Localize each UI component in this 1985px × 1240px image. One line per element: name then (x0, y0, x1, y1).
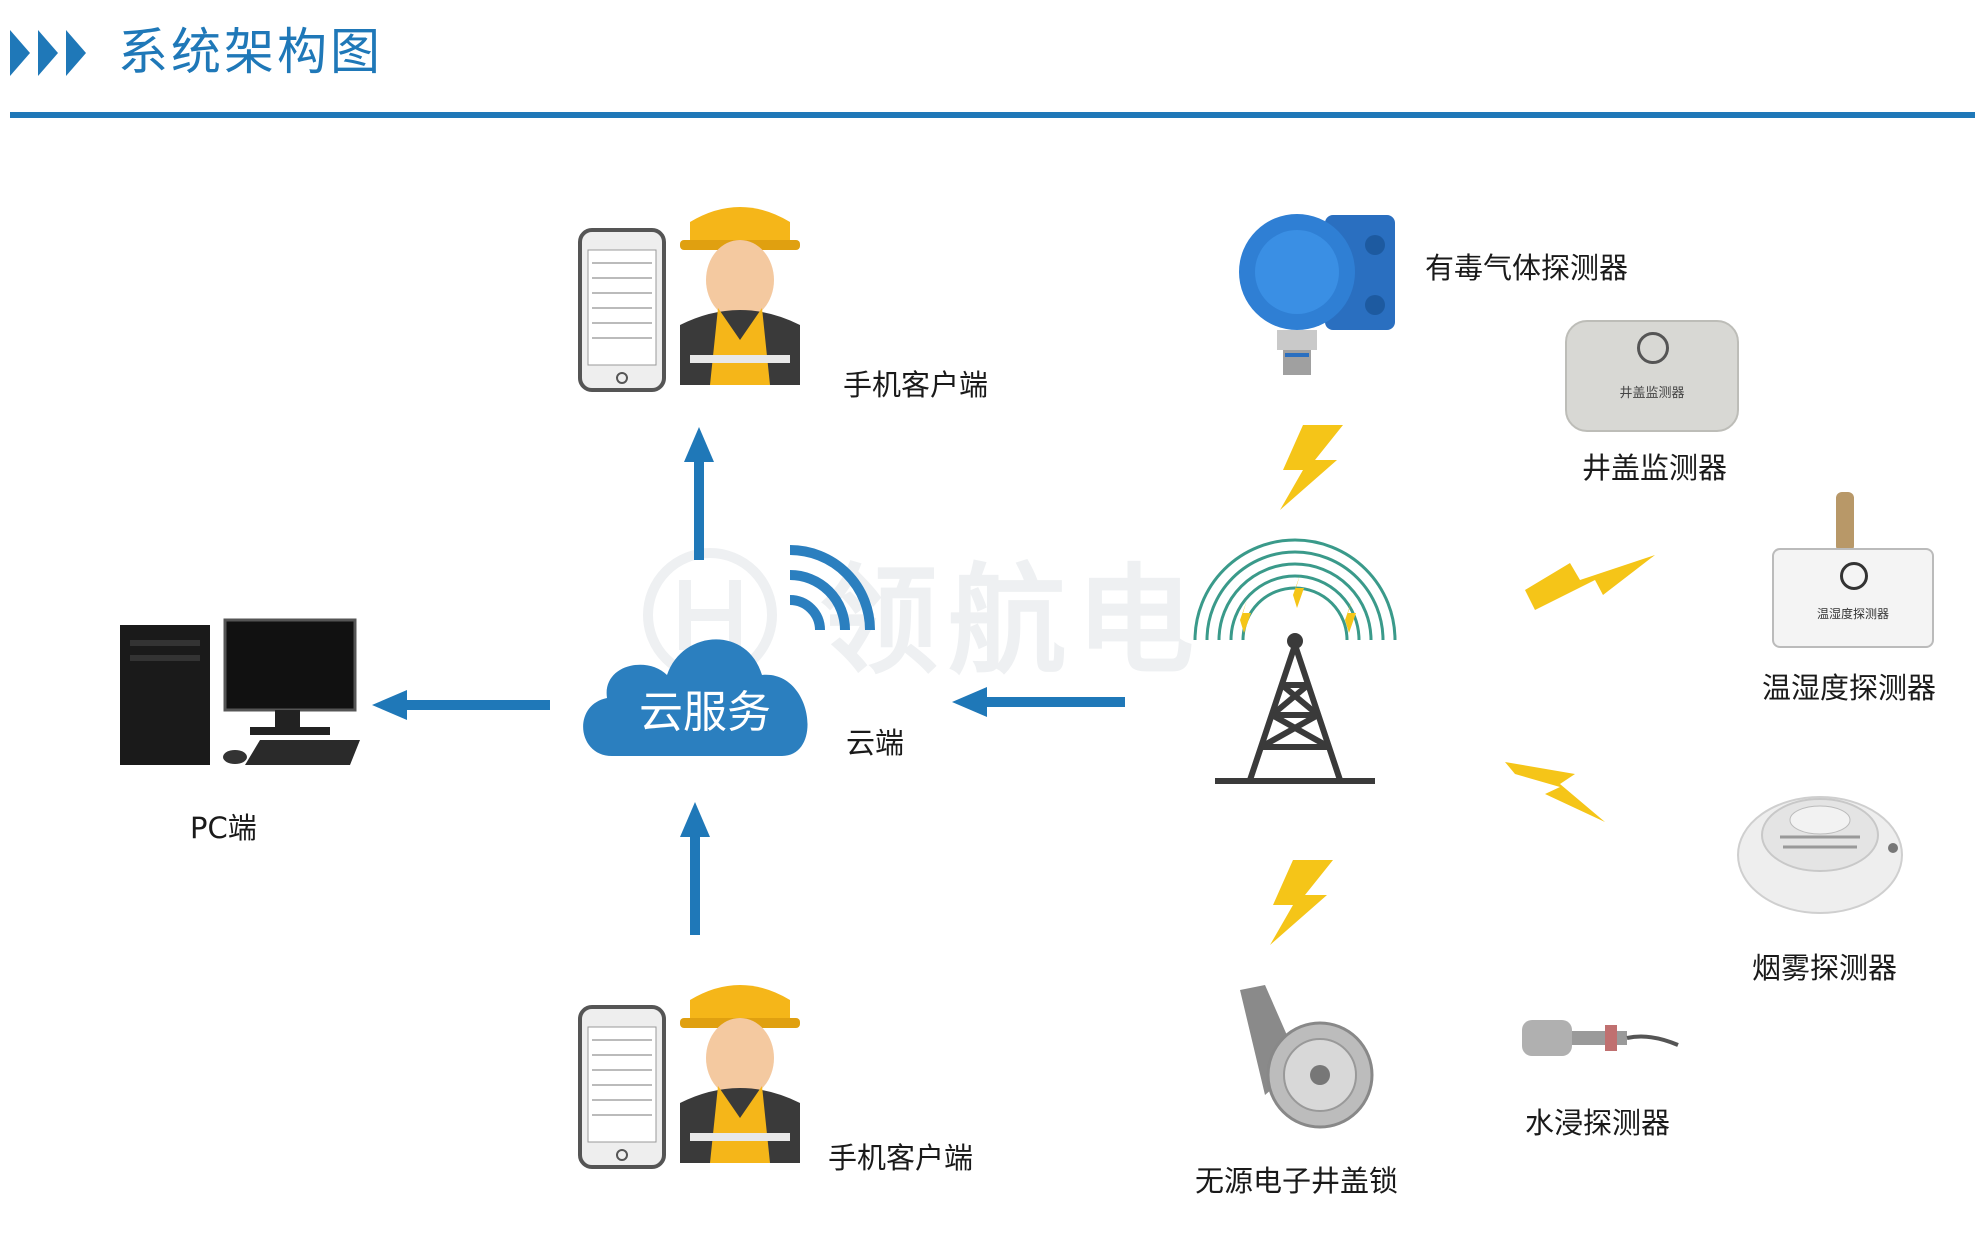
wifi-signal-icon (789, 545, 875, 631)
manhole-lock-icon (1240, 985, 1374, 1129)
device-logo-icon (1840, 562, 1868, 590)
manhole-lock-label: 无源电子井盖锁 (1195, 1164, 1399, 1198)
temp-humidity-label: 温湿度探测器 (1762, 671, 1937, 705)
phone-icon (578, 1005, 666, 1169)
signal-tower-icon (1193, 538, 1397, 784)
mobile-top-label: 手机客户端 (843, 368, 989, 402)
mobile-bottom-label: 手机客户端 (828, 1141, 974, 1175)
watermark-text: 领航电 (820, 552, 1205, 690)
manhole-plate-text: 井盖监测器 (1619, 386, 1685, 401)
worker-avatar-icon (680, 985, 800, 1163)
smoke-detector-label: 烟雾探测器 (1752, 951, 1898, 985)
cloud-icon (583, 639, 808, 756)
lightning-bolt-icon (1505, 762, 1605, 822)
cloud-service-label: 云服务 (639, 687, 771, 738)
device-logo-icon (1637, 332, 1669, 364)
water-detector-icon (1522, 1020, 1679, 1056)
header-divider (10, 112, 1975, 118)
desktop-computer-icon (120, 618, 360, 765)
arrow-tower-to-cloud (985, 697, 1125, 707)
manhole-monitor-label: 井盖监测器 (1582, 451, 1728, 485)
lightning-bolt-icon (1270, 860, 1333, 945)
smoke-detector-icon (1737, 796, 1903, 914)
arrow-from-mobile-bottom (690, 835, 700, 935)
manhole-monitor-device: 井盖监测器 (1565, 320, 1739, 432)
phone-icon (578, 228, 666, 392)
arrow-to-pc (405, 700, 550, 710)
page-title: 系统架构图 (118, 23, 383, 81)
header-arrows-icon (10, 30, 86, 76)
temp-plate-text: 温湿度探测器 (1816, 607, 1889, 621)
worker-avatar-icon (680, 207, 800, 385)
cloud-caption: 云端 (846, 726, 905, 760)
lightning-bolt-icon (1280, 425, 1343, 510)
temp-humidity-device: 温湿度探测器 (1772, 548, 1934, 648)
gas-detector-icon (1239, 214, 1395, 375)
temp-probe (1836, 492, 1854, 552)
arrow-to-mobile-top (694, 460, 704, 560)
pc-label: PC端 (190, 811, 257, 845)
lightning-bolt-icon (1525, 555, 1655, 610)
water-detector-label: 水浸探测器 (1525, 1106, 1671, 1140)
gas-detector-label: 有毒气体探测器 (1425, 251, 1629, 285)
